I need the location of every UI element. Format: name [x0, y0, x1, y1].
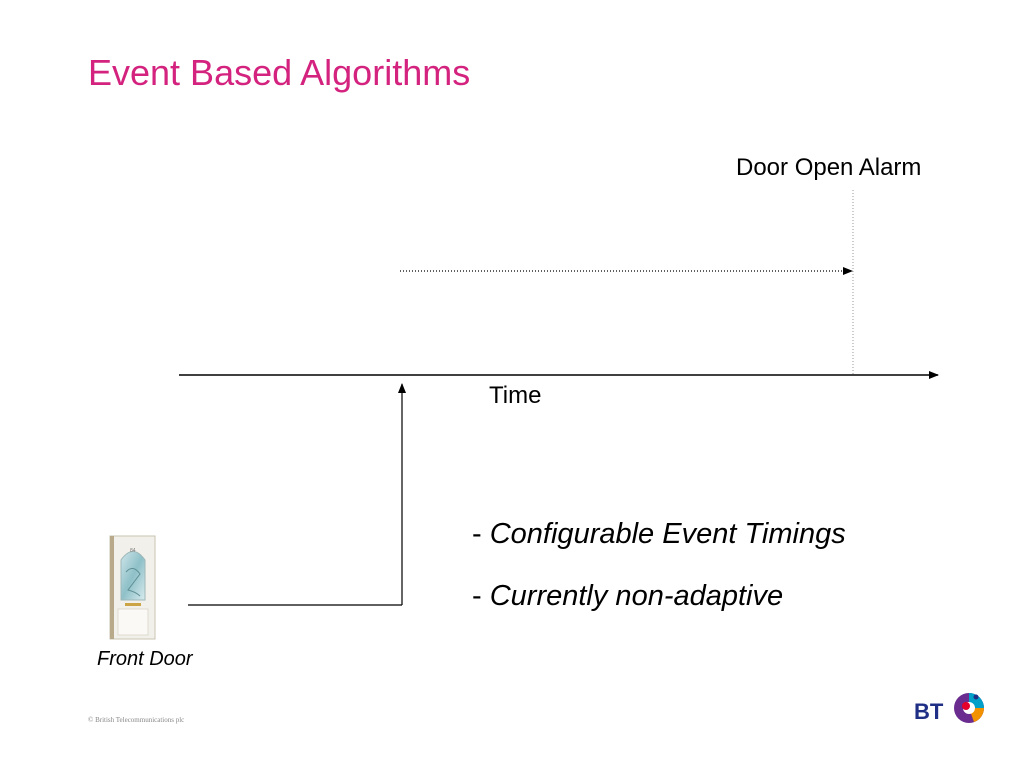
front-door-label: Front Door [97, 648, 193, 670]
bt-logo-text: BT [914, 699, 944, 724]
bullet-text: Configurable Event Timings [489, 518, 846, 550]
copyright-notice: © British Telecommunications plc [88, 716, 185, 724]
door-number: 84 [130, 548, 136, 554]
bullet-item: - Currently non-adaptive [472, 580, 783, 613]
bullet-dash: - [472, 580, 482, 612]
time-axis-label: Time [489, 382, 542, 409]
slide-title: Event Based Algorithms [88, 52, 471, 93]
bullet-item: - Configurable Event Timings [472, 518, 846, 551]
front-door-icon: 84 [109, 535, 156, 640]
door-open-alarm-label: Door Open Alarm [736, 154, 922, 181]
bullet-dash: - [472, 518, 482, 550]
bt-piper-icon [954, 693, 984, 723]
bt-logo: BT [914, 693, 984, 724]
bullet-text: Currently non-adaptive [489, 580, 784, 612]
